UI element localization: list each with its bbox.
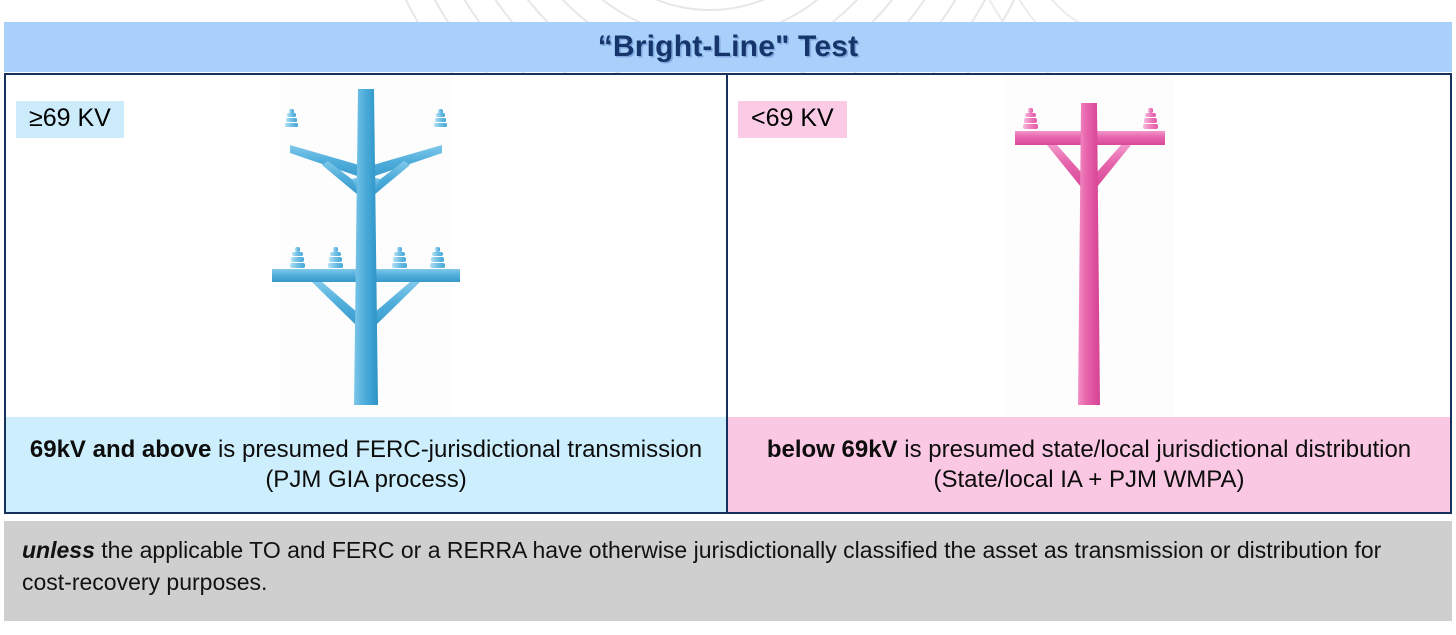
comparison-table: ≥69 KV	[4, 73, 1452, 514]
voltage-tag-low: <69 KV	[738, 101, 847, 138]
figure-banner: “Bright-Line" Test	[4, 22, 1452, 72]
distribution-pole-icon	[1015, 103, 1165, 405]
caption-transmission: 69kV and above is presumed FERC-jurisdic…	[6, 417, 726, 512]
transmission-tower-icon	[272, 89, 460, 405]
caption-transmission-rest: is presumed FERC-jurisdictional transmis…	[211, 435, 703, 493]
page-title: “Bright-Line" Test	[597, 30, 859, 63]
footnote-lead: unless	[22, 537, 95, 563]
caption-distribution: below 69kV is presumed state/local juris…	[728, 417, 1450, 512]
caption-distribution-rest: is presumed state/local jurisdictional d…	[897, 435, 1412, 493]
distribution-art: <69 KV	[728, 75, 1450, 417]
transmission-art: ≥69 KV	[6, 75, 726, 417]
footnote-band: unless the applicable TO and FERC or a R…	[4, 521, 1452, 621]
caption-transmission-bold: 69kV and above	[29, 435, 212, 463]
footnote-text: the applicable TO and FERC or a RERRA ha…	[22, 537, 1382, 595]
voltage-tag-high: ≥69 KV	[16, 101, 124, 138]
caption-distribution-bold: below 69kV	[766, 435, 898, 463]
column-distribution: <69 KV	[728, 75, 1450, 512]
column-transmission: ≥69 KV	[6, 75, 728, 512]
